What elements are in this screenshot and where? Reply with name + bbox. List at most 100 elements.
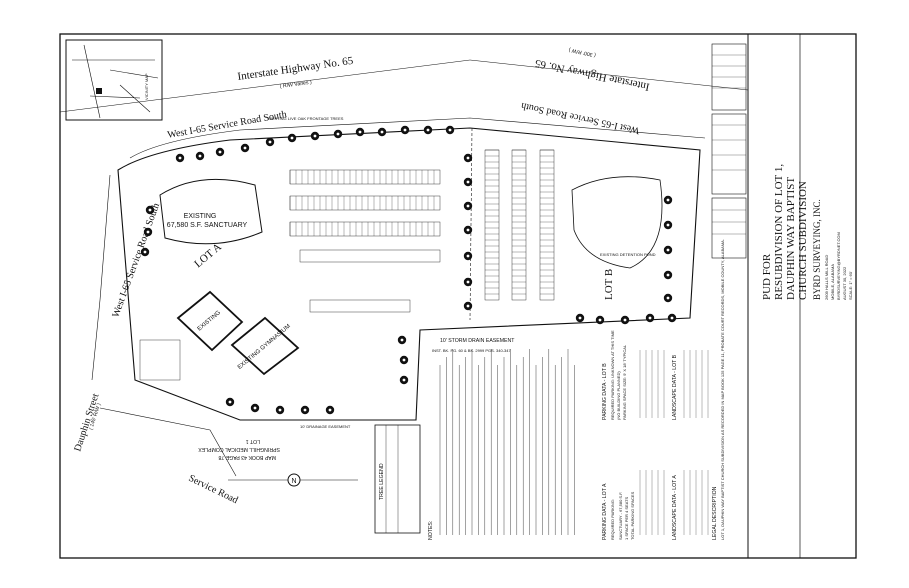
- company-name: BYRD SURVEYING, INC.: [812, 199, 822, 300]
- tree-trunk: [358, 130, 362, 134]
- tree-trunk: [578, 316, 582, 320]
- sanctuary-area: 67,580 S.F. SANCTUARY: [167, 222, 248, 229]
- tree-trunk: [218, 150, 222, 154]
- parking-a-sanctuary: SANCTUARY - 67,580 S.F.: [618, 492, 623, 540]
- tree-trunk: [426, 128, 430, 132]
- sanctuary-building: EXISTING 67,580 S.F. SANCTUARY: [159, 178, 263, 245]
- tree-trunk: [143, 250, 147, 254]
- detention-pond: [571, 176, 663, 269]
- parking-b-note: (NO BUILDING PLANNED): [616, 371, 621, 420]
- tree-trunk: [328, 408, 332, 412]
- tree-legend: TREE LEGEND: [374, 424, 421, 534]
- drainage-easement: 10' DRAINAGE EASEMENT: [300, 424, 351, 429]
- tree-trunk: [466, 228, 470, 232]
- live-oak-note: EXISTING LIVE OAK FRONTAGE TREES: [268, 116, 344, 121]
- tree-trunk: [666, 223, 670, 227]
- parking-b-size: PARKING SPACE SIZE: 9' X 18' TYPICAL: [622, 344, 627, 420]
- trees: [140, 125, 677, 415]
- tree-trunk: [466, 304, 470, 308]
- sheet-border: [59, 33, 857, 559]
- tree-trunk: [313, 134, 317, 138]
- parking-a-total: TOTAL PARKING SPACES: [630, 491, 635, 540]
- tree-trunk: [178, 156, 182, 160]
- tree-trunk: [278, 408, 282, 412]
- interstate-label: Interstate Highway No. 65: [237, 55, 355, 83]
- parking-a-required: REQUIRED PARKING:: [610, 499, 615, 540]
- vicinity-label: VICINITY MAP: [144, 73, 149, 100]
- dauphin-street: Dauphin Street: [72, 392, 101, 453]
- title-block: PUD FOR RESUBDIVISION OF LOT 1, DAUPHIN …: [711, 34, 853, 558]
- line-table: [711, 197, 747, 259]
- parking-b-heading: PARKING DATA - LOT B: [602, 363, 608, 420]
- tree-trunk: [466, 180, 470, 184]
- tree-trunk: [243, 146, 247, 150]
- north-label: N: [291, 478, 296, 485]
- data-tables: PARKING DATA - LOT A REQUIRED PARKING: S…: [602, 239, 725, 540]
- parking-a-spaces: 1 SPACE PER 4 SEATS: [624, 496, 629, 540]
- tree-trunk: [228, 400, 232, 404]
- notes-block: NOTES:: [428, 349, 575, 540]
- tree-trunk: [403, 128, 407, 132]
- storm-easement: 10' STORM DRAIN EASEMENT: [440, 338, 515, 344]
- tree-trunk: [670, 316, 674, 320]
- legal-text: LOT 1, DAUPHIN WAY BAPTIST CHURCH SUBDIV…: [720, 239, 725, 540]
- tree-trunk: [623, 318, 627, 322]
- lot-a-label: LOT A: [192, 241, 224, 270]
- parking-b-required: REQUIRED PARKING: UNKNOWN AT THIS TIME: [610, 330, 615, 420]
- title-line1: PUD FOR: [761, 253, 773, 300]
- tree-trunk: [253, 406, 257, 410]
- parking-stripes: [289, 149, 554, 295]
- tree-trunk: [598, 318, 602, 322]
- road-labels: Interstate Highway No. 65 ( R/W Varies )…: [72, 46, 650, 506]
- tree-trunk: [666, 198, 670, 202]
- sanctuary-label: EXISTING: [184, 213, 217, 220]
- tree-trunk: [303, 408, 307, 412]
- existing-buildings: EXISTING EXISTING GYMNASIUM: [176, 290, 300, 376]
- company-email: BYRDSURVEYING@BYRDNET.COM: [836, 232, 841, 300]
- vicinity-map: VICINITY MAP: [65, 39, 163, 121]
- tree-trunk: [198, 154, 202, 158]
- drawing-scale: SCALE: 1" = 60': [848, 271, 853, 300]
- service-road-north: West I-65 Service Road South: [167, 109, 288, 141]
- tree-trunk: [290, 136, 294, 140]
- tree-trunk: [402, 378, 406, 382]
- tree-trunk: [148, 208, 152, 212]
- tree-trunk: [402, 358, 406, 362]
- tree-trunk: [380, 130, 384, 134]
- tree-legend-title: TREE LEGEND: [379, 463, 385, 500]
- title-line4: CHURCH SUBDIVISION: [797, 181, 809, 300]
- tree-trunk: [666, 248, 670, 252]
- service-road-north-mirror: West I-65 Service Road South: [520, 100, 640, 136]
- lot1-ref2: SPRINGHILL MEDICAL COMPLEX: [198, 446, 280, 452]
- notes-heading: NOTES:: [428, 521, 434, 540]
- company-address: 2609 HALLS MILL ROAD: [824, 255, 829, 300]
- tree-trunk: [466, 204, 470, 208]
- parking-a-heading: PARKING DATA - LOT A: [602, 483, 608, 540]
- tree-trunk: [666, 273, 670, 277]
- tree-trunk: [268, 140, 272, 144]
- tree-trunk: [466, 280, 470, 284]
- tree-trunk: [146, 230, 150, 234]
- landscape-a-heading: LANDSCAPE DATA - LOT A: [672, 475, 678, 540]
- lot1-ref3: MAP BOOK 43 PAGE 78: [218, 454, 276, 460]
- legal-heading: LEGAL DESCRIPTION: [712, 486, 718, 540]
- interstate-mirror-label: Interstate Highway No. 65: [533, 57, 650, 93]
- lot-b-label: LOT B: [603, 269, 615, 300]
- interstate-rw: ( R/W Varies ): [279, 80, 312, 90]
- storm-easement-ref: INST. BK. PG. 60 & BK. 2999 PGS. 340-347: [432, 348, 511, 353]
- tree-trunk: [400, 338, 404, 342]
- drawing-date: AUGUST 30, 2022: [842, 266, 847, 300]
- tree-trunk: [666, 296, 670, 300]
- company-city: MOBILE, ALABAMA: [830, 264, 835, 300]
- title-line2: RESUBDIVISION OF LOT 1,: [773, 164, 785, 300]
- service-road-west: West I-65 Service Road South: [110, 202, 162, 319]
- north-arrow: N: [228, 473, 358, 487]
- lot1-ref: LOT 1: [246, 438, 260, 444]
- tree-trunk: [466, 156, 470, 160]
- title-line3: DAUPHIN WAY BAPTIST: [785, 177, 797, 300]
- curve-table-2: [711, 113, 747, 195]
- tree-trunk: [448, 128, 452, 132]
- tree-trunk: [336, 132, 340, 136]
- detention-label: EXISTING DETENTION POND: [600, 252, 656, 257]
